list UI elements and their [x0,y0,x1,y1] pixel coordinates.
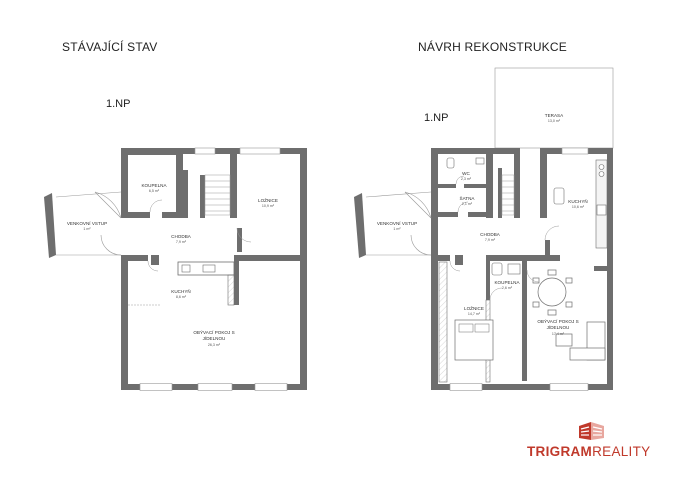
area-vstup-new: 1 m² [393,227,401,231]
label-obyvak-new-line2: JÍDELNOU [547,324,570,330]
label-vstup-new: VENKOVNÍ VSTUP [377,220,417,226]
proposed-walls [431,148,613,390]
label-kuchyn-new: KUCHYŇ [568,198,587,204]
area-kuchyn: 8,6 m² [176,295,187,299]
floor-label-left: 1.NP [106,98,131,110]
area-loznice-new: 14,7 m² [468,312,481,316]
existing-stairs [204,174,231,216]
area-wc: 2,3 m² [461,177,472,181]
label-satna: ŠATNA [460,195,476,201]
area-vstup: 1 m² [83,227,91,231]
area-obyvak: 26,3 m² [208,343,221,347]
existing-kitchen-counter [177,261,235,306]
area-satna: 2,1 m² [462,202,473,206]
heading-renovation-proposal: NÁVRH REKONSTRUKCE [418,40,567,54]
sofa [555,321,606,361]
brand-name-light: REALITY [592,444,651,459]
label-chodba-new: CHODBA [480,232,501,237]
proposed-entrance-porch [354,191,432,258]
label-kuchyn: KUCHYŇ [171,288,190,294]
label-chodba: CHODBA [171,234,192,239]
trigram-logo-icon [579,422,604,440]
area-chodba: 7,9 m² [176,240,187,244]
label-terasa: TERASA [545,113,564,118]
area-kuchyn-new: 10,6 m² [572,205,585,209]
label-obyvak-line2: JÍDELNOU [203,335,226,341]
label-loznice: LOŽNICE [258,196,278,203]
area-loznice: 10,9 m² [262,204,275,208]
area-koupelna-new: 2,6 m² [502,286,513,290]
area-koupelna: 6,5 m² [149,189,160,193]
brand-name: TRIGRAMREALITY [527,444,650,459]
label-obyvak-line1: OBÝVACÍ POKOJ S [193,329,234,335]
heading-existing-state: STÁVAJÍCÍ STAV [62,40,158,54]
area-obyvak-new: 17,4 m² [552,332,565,336]
kitchen-fixtures [553,159,608,249]
existing-floor-plan: KOUPELNA 6,5 m² LOŽNICE 10,9 m² CHODBA 7… [44,147,307,391]
proposed-floor-plan: TERASA 13,0 m² WC 2,3 m² ŠATNA 2,1 m² KU… [354,67,614,391]
bathroom-fixtures [491,262,521,276]
floor-label-right: 1.NP [424,112,449,124]
label-koupelna-new: KOUPELNA [494,280,520,285]
proposed-stairs [501,174,515,216]
terrace-outline [494,67,614,149]
brand-name-bold: TRIGRAM [527,444,593,459]
label-obyvak-new-line1: OBÝVACÍ POKOJ S [537,318,578,324]
area-chodba-new: 7,9 m² [485,238,496,242]
dining-table [532,269,573,316]
bedroom-furniture [438,261,494,383]
label-loznice-new: LOŽNICE [464,304,484,311]
label-wc: WC [462,171,470,176]
wc-fixtures [446,157,485,169]
area-terasa: 13,0 m² [548,119,561,123]
label-koupelna: KOUPELNA [141,183,167,188]
brand-logo: TRIGRAMREALITY [527,420,667,464]
existing-entrance-porch [44,191,122,258]
label-vstup: VENKOVNÍ VSTUP [67,220,107,226]
